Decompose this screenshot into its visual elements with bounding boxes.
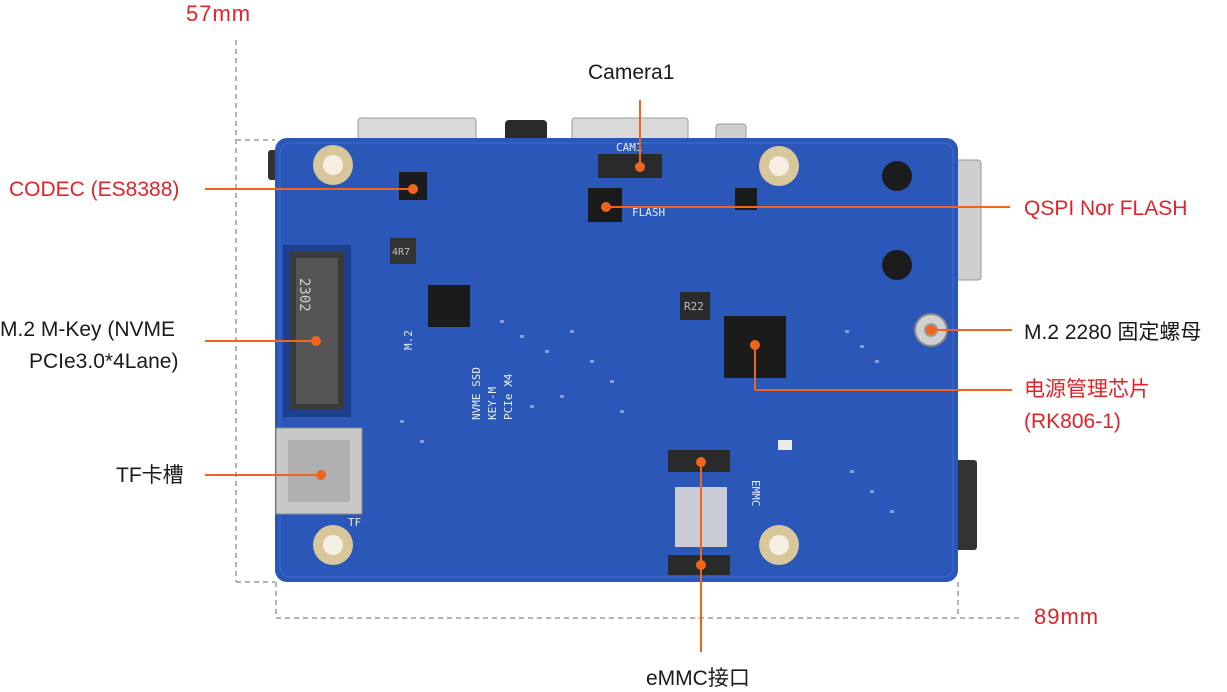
callout-pmic-line2: (RK806-1): [1024, 410, 1121, 433]
silk-ssd-3: PCIe X4: [502, 373, 515, 420]
callout-m2-screw: M.2 2280 固定螺母: [1024, 321, 1202, 344]
mounting-holes: [313, 145, 912, 565]
callout-camera: Camera1: [588, 61, 675, 84]
silk-m2: M.2: [402, 330, 415, 350]
silk-cam: CAM1: [616, 141, 643, 154]
height-dimension: 57mm: [186, 1, 252, 26]
callout-tf: TF卡槽: [116, 464, 184, 487]
dimension-lines: [235, 40, 1020, 619]
silk-ssd-1: NVME SSD: [470, 367, 483, 420]
silk-slot: 2302: [296, 278, 312, 312]
silk-ssd-2: KEY-M: [486, 387, 499, 420]
pcb: [275, 138, 958, 582]
callout-codec: CODEC (ES8388): [9, 178, 180, 201]
callout-qspi: QSPI Nor FLASH: [1024, 197, 1188, 220]
m2-slot: [283, 245, 351, 417]
callout-m2-line1: M.2 M-Key (NVME: [0, 318, 176, 341]
silk-tf: TF: [348, 516, 361, 529]
silk-emmc: EMMC: [749, 480, 762, 507]
width-dimension: 89mm: [1034, 604, 1100, 629]
silk-r22: R22: [684, 300, 704, 313]
passive-components: [400, 320, 894, 513]
callout-emmc: eMMC接口: [646, 667, 750, 690]
silk-r7: 4R7: [392, 247, 410, 258]
silk-flash: FLASH: [632, 206, 665, 219]
leader-lines: [205, 100, 1012, 652]
callout-m2-line2: PCIe3.0*4Lane): [29, 350, 179, 373]
callout-pmic-line1: 电源管理芯片: [1024, 378, 1150, 401]
